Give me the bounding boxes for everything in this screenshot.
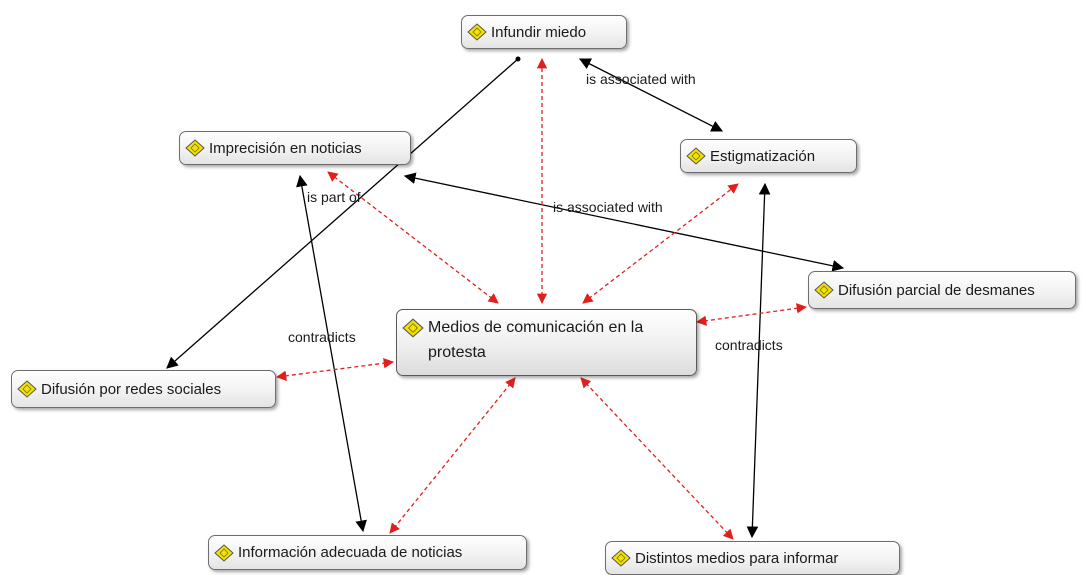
node-imprecision-en-noticias[interactable]: Imprecisión en noticias bbox=[179, 131, 411, 165]
link-medios-info[interactable] bbox=[389, 377, 516, 534]
code-node-icon bbox=[814, 281, 834, 299]
relation-label-is-part-of: is part of bbox=[307, 189, 361, 205]
code-node-icon bbox=[611, 549, 631, 567]
link-estigma-distintos[interactable] bbox=[746, 182, 771, 539]
code-node-icon bbox=[686, 147, 706, 165]
node-label: Imprecisión en noticias bbox=[209, 139, 362, 157]
node-label: Distintos medios para informar bbox=[635, 549, 839, 567]
relation-label-is-associated-with: is associated with bbox=[586, 71, 696, 87]
code-node-icon bbox=[214, 543, 234, 562]
relation-label-contradicts: contradicts bbox=[288, 329, 356, 345]
link-medios-parcial[interactable] bbox=[695, 303, 808, 326]
link-medios-redes[interactable] bbox=[275, 358, 395, 381]
code-node-icon bbox=[17, 380, 37, 398]
link-medios-estigma[interactable] bbox=[582, 183, 739, 304]
node-distintos-medios-para-informar[interactable]: Distintos medios para informar bbox=[605, 541, 900, 575]
node-estigmatizacion[interactable]: Estigmatización bbox=[680, 139, 857, 173]
node-label: Información adecuada de noticias bbox=[238, 544, 463, 561]
node-label: Infundir miedo bbox=[491, 23, 587, 41]
link-infundir-estigma[interactable] bbox=[578, 58, 724, 132]
node-medios-de-comunicacion-en-la-protesta[interactable]: Medios de comunicación en la protesta bbox=[396, 309, 697, 376]
node-infundir-miedo[interactable]: Infundir miedo bbox=[461, 15, 627, 49]
relation-label-contradicts: contradicts bbox=[715, 337, 783, 353]
node-label: Estigmatización bbox=[710, 147, 816, 165]
code-node-icon bbox=[467, 23, 487, 41]
node-label: Difusión por redes sociales bbox=[41, 380, 222, 398]
node-difusion-parcial-de-desmanes[interactable]: Difusión parcial de desmanes bbox=[808, 271, 1076, 309]
link-medios-imprecision[interactable] bbox=[327, 171, 499, 304]
relation-label-is-associated-with: is associated with bbox=[553, 199, 663, 215]
link-infundir-redes-origin bbox=[515, 56, 521, 62]
node-difusion-por-redes-sociales[interactable]: Difusión por redes sociales bbox=[11, 370, 276, 408]
node-informacion-adecuada-de-noticias[interactable]: Información adecuada de noticias bbox=[208, 535, 527, 570]
code-node-icon bbox=[185, 139, 205, 157]
code-node-icon bbox=[402, 318, 424, 338]
link-imprecision-info[interactable] bbox=[296, 174, 367, 533]
node-label: Difusión parcial de desmanes bbox=[838, 281, 1035, 299]
link-imprecision-parcial[interactable] bbox=[403, 172, 845, 272]
link-medios-distintos[interactable] bbox=[580, 377, 734, 540]
node-label: Medios de comunicación en la protesta bbox=[428, 319, 644, 361]
